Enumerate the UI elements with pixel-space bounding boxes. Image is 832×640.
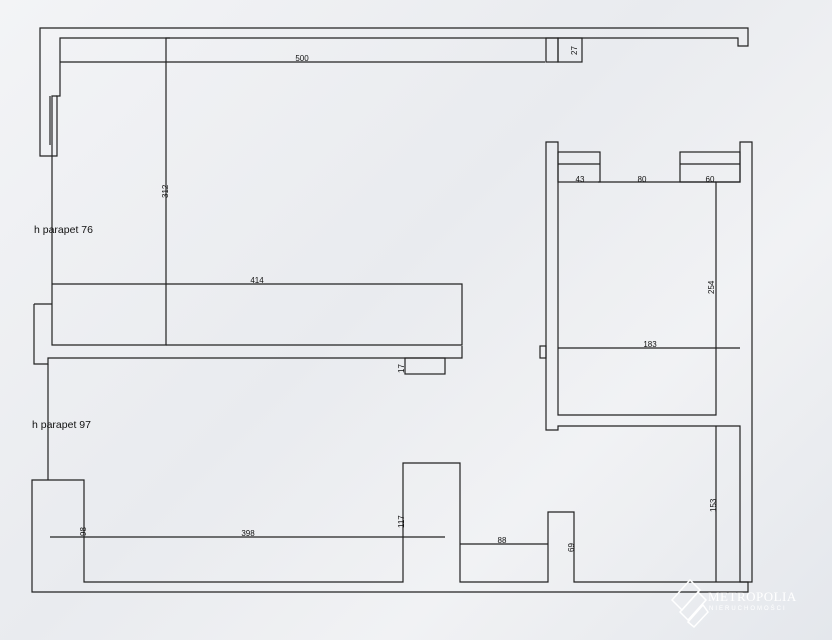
top-small-box [557, 37, 583, 63]
metropolia-logo-icon [670, 578, 709, 629]
dimension-top-width: 500 [295, 54, 309, 63]
top-pillar [545, 37, 559, 63]
outer-wall [39, 27, 749, 157]
middle-partition [52, 283, 463, 346]
dimension-right-mid-width: 183 [643, 340, 657, 349]
right-door-stub [539, 345, 547, 359]
dimension-right-height: 254 [707, 280, 716, 294]
dimension-right-lower-height: 153 [709, 498, 718, 512]
parapet-label-lower: h parapet 97 [32, 419, 91, 431]
dimension-bottom-left-height: 98 [79, 527, 88, 536]
middle-lower-wall [33, 303, 463, 365]
dimension-middle-width: 414 [250, 276, 264, 285]
dimension-top-small: 27 [570, 46, 579, 55]
dimension-right-top-c: 60 [706, 175, 715, 184]
dimension-bottom-gap: 88 [498, 536, 507, 545]
middle-small-box [404, 357, 446, 375]
parapet-label-upper: h parapet 76 [34, 224, 93, 236]
dimension-right-top-a: 43 [576, 175, 585, 184]
dimension-bottom-right-height: 69 [567, 543, 576, 552]
lower-room-walls [31, 364, 749, 593]
dimension-right-top-b: 80 [638, 175, 647, 184]
dimension-middle-small: 17 [397, 364, 406, 373]
right-unit-walls [545, 141, 753, 583]
dimension-bottom-width: 398 [241, 529, 255, 538]
right-top-left-box [557, 151, 601, 183]
dimension-bottom-mid-height: 117 [397, 515, 406, 528]
lower-horizontal [50, 536, 548, 545]
dimension-left-upper-height: 312 [161, 184, 170, 198]
logo-subtitle: NIERUCHOMOŚCI [709, 604, 787, 612]
logo-name: METROPOLIA [708, 589, 797, 604]
upper-left-wall [51, 37, 170, 346]
